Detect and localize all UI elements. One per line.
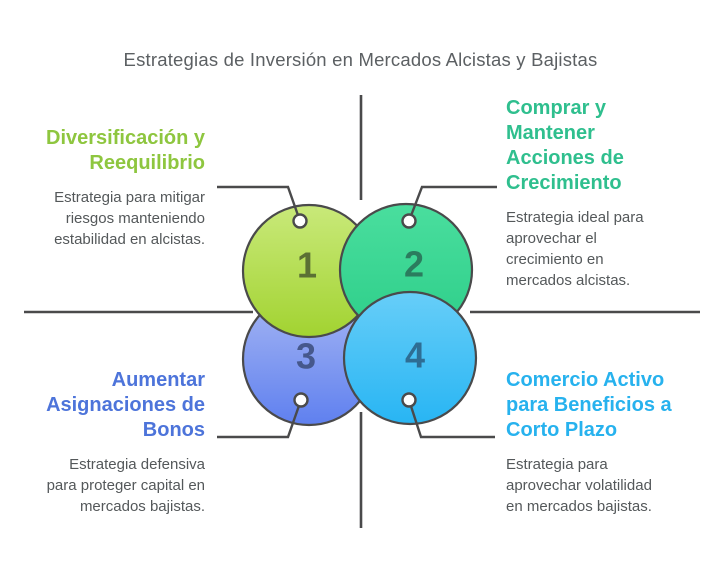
- circle-number-1: 1: [297, 245, 317, 286]
- connector-line-4: [407, 399, 495, 439]
- diagram-title: Estrategias de Inversión en Mercados Alc…: [123, 49, 598, 70]
- item-block-4: Comercio Activo para Beneficios a Corto …: [506, 368, 708, 517]
- item-description-2: Estrategia ideal para aprovechar el crec…: [506, 209, 644, 289]
- circle-number-4: 4: [405, 335, 425, 376]
- circle-number-2: 2: [404, 244, 424, 285]
- venn-circle-4: [342, 290, 478, 426]
- connector-line-1: [217, 185, 302, 222]
- connector-line-2: [407, 185, 497, 222]
- item-heading-4: Comercio Activo para Beneficios a Corto …: [506, 369, 672, 441]
- item-block-2: Comprar y Mantener Acciones de Crecimien…: [506, 96, 708, 291]
- item-block-3: Aumentar Asignaciones de Bonos Estrategi…: [27, 368, 205, 517]
- item-heading-3: Aumentar Asignaciones de Bonos: [46, 369, 205, 441]
- item-heading-1: Diversificación y Reequilibrio: [46, 127, 205, 174]
- item-heading-2: Comprar y Mantener Acciones de Crecimien…: [506, 97, 624, 194]
- connector-dot-1: [292, 213, 308, 229]
- circle-number-3: 3: [296, 336, 316, 377]
- connector-dot-4: [401, 392, 417, 408]
- item-description-3: Estrategia defensiva para proteger capit…: [46, 456, 205, 515]
- connector-line-3: [217, 399, 303, 439]
- item-block-1: Diversificación y Reequilibrio Estrategi…: [27, 126, 205, 250]
- item-description-1: Estrategia para mitigar riesgos mantenie…: [54, 189, 205, 248]
- connector-dot-3: [293, 392, 309, 408]
- connector-dot-2: [401, 213, 417, 229]
- item-description-4: Estrategia para aprovechar volatilidad e…: [506, 456, 652, 515]
